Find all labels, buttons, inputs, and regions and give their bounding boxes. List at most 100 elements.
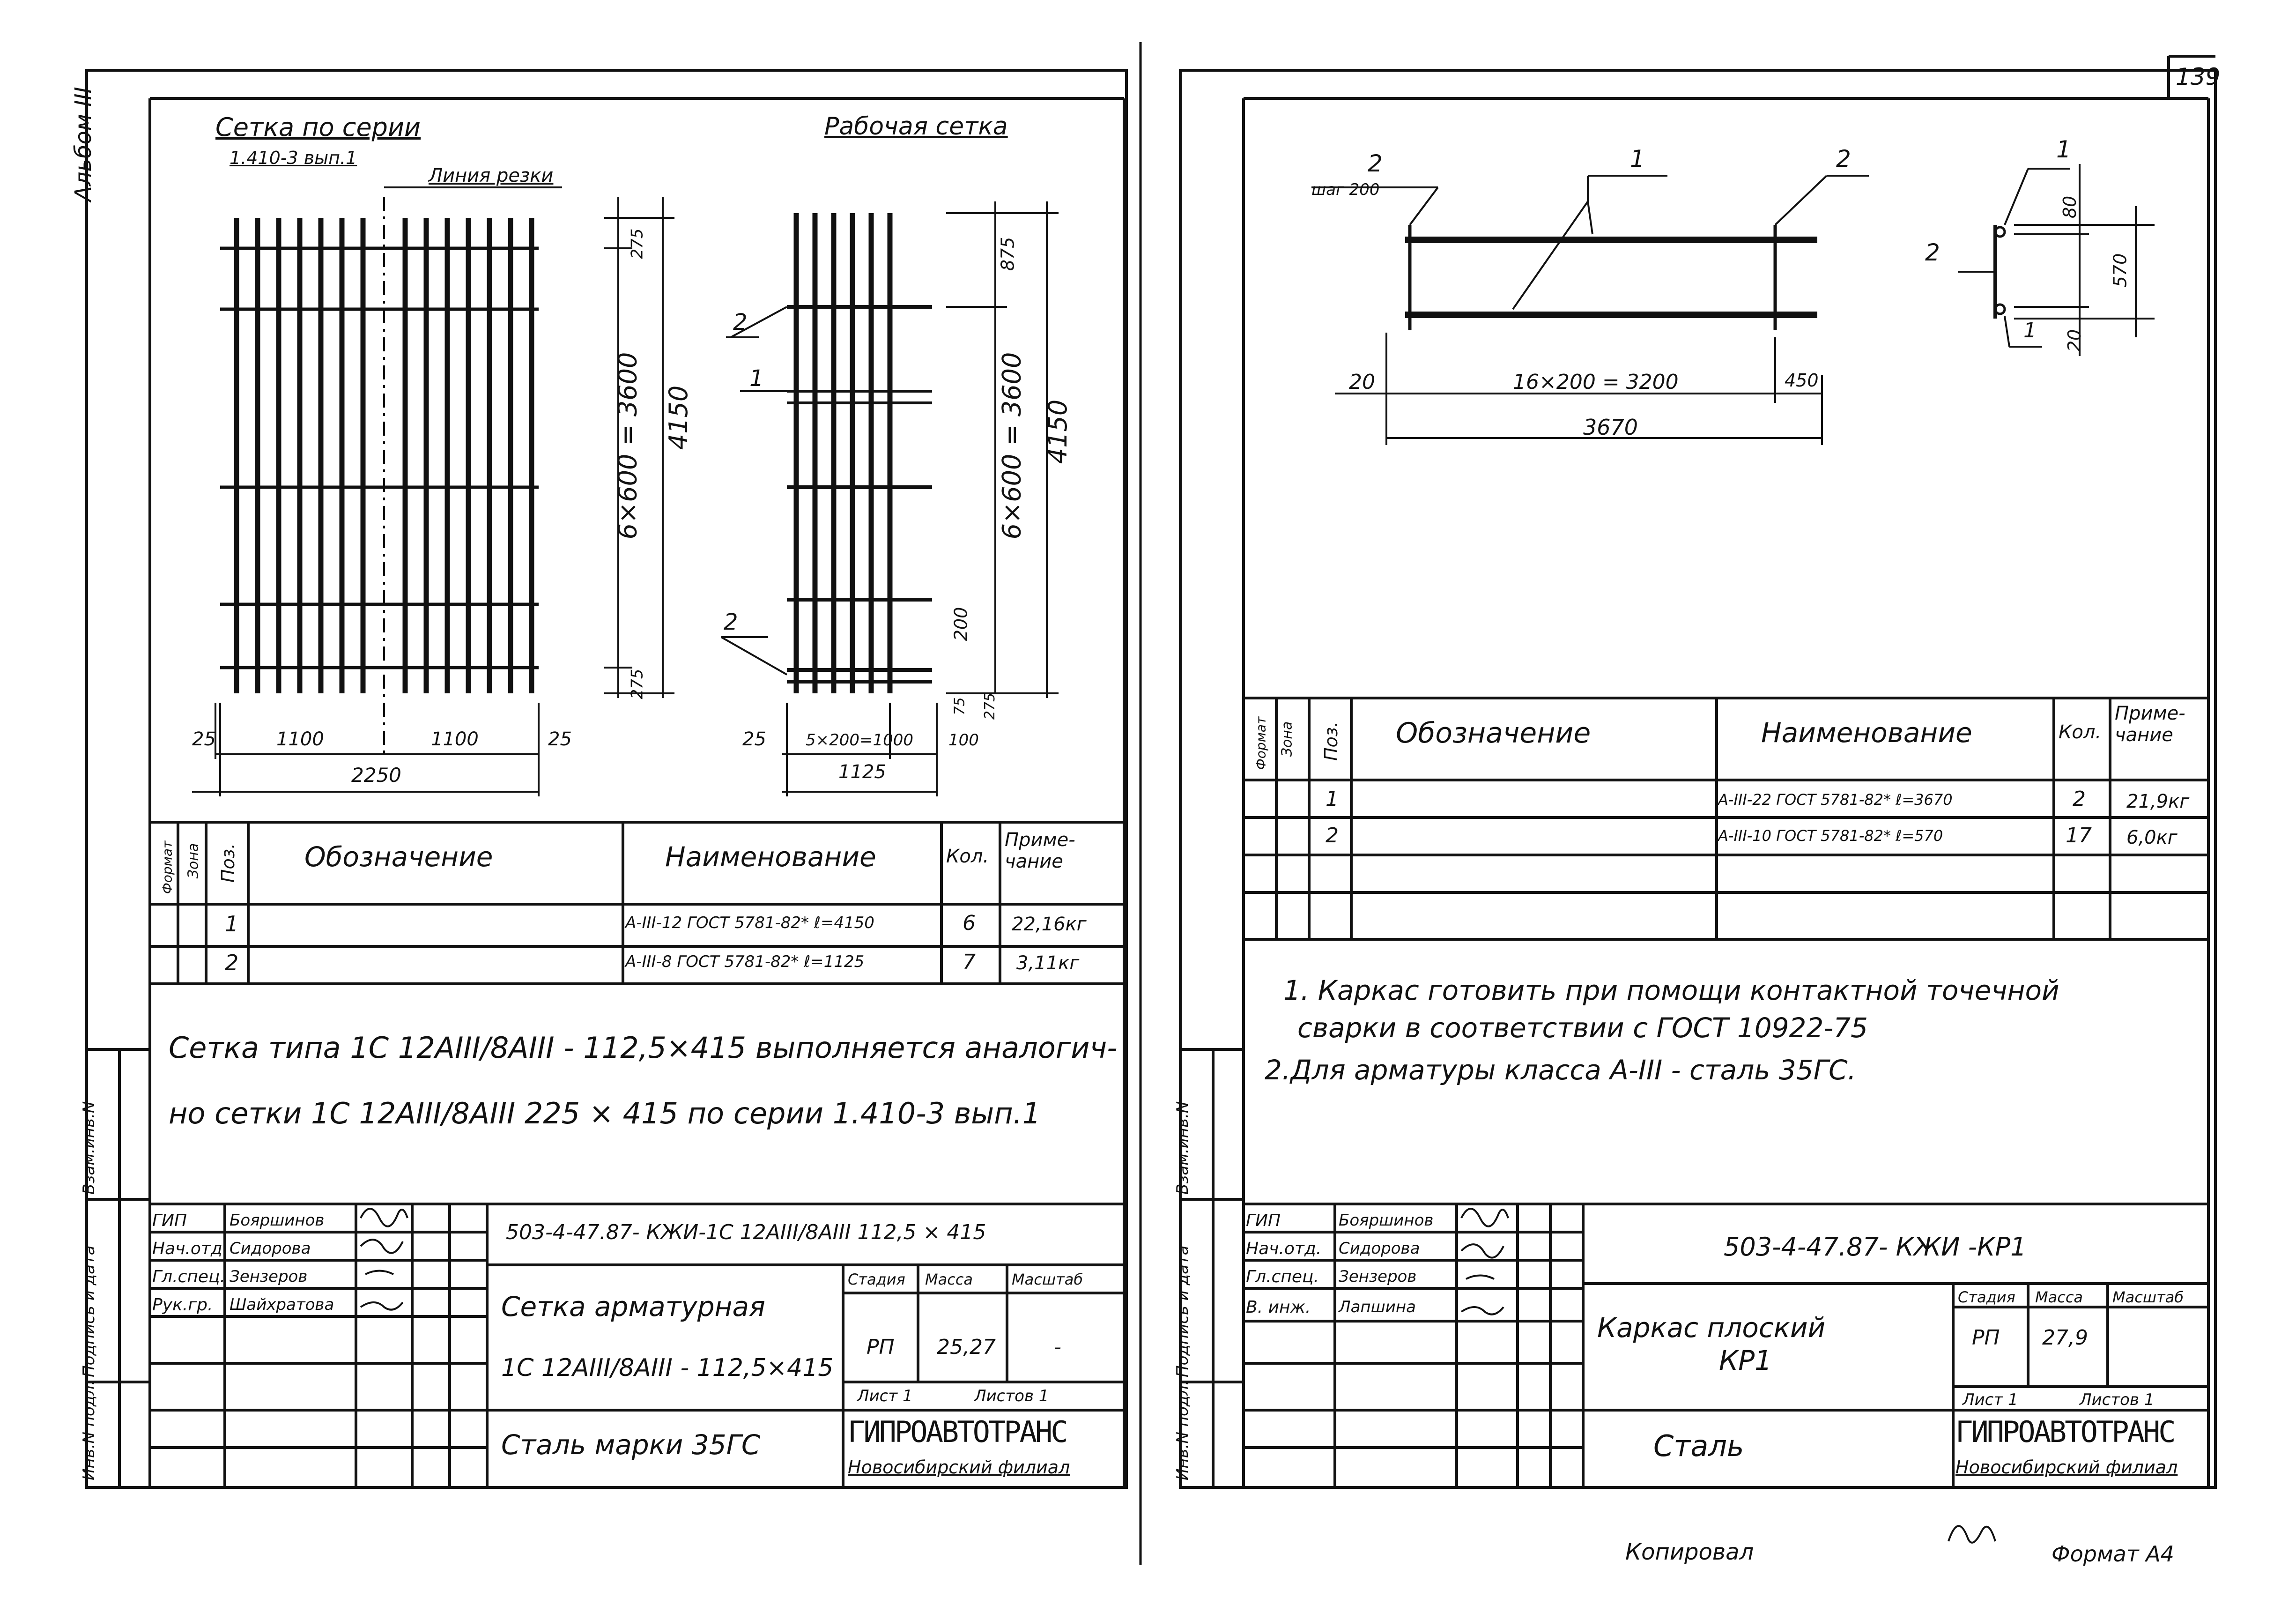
r-stamp-title-2: КР1 xyxy=(1719,1345,1772,1376)
r-side-label-sign: Подпись и дата xyxy=(1173,1245,1192,1377)
r-spec-row-1-qty: 2 xyxy=(2073,787,2086,811)
kr-sec-p1b: 1 xyxy=(2023,319,2037,342)
spec-h-format: Формат xyxy=(159,840,175,894)
stamp-role-1: ГИП xyxy=(152,1211,187,1230)
stamp-name-3: Зензеров xyxy=(230,1267,308,1286)
r-stamp-title-1: Каркас плоский xyxy=(1597,1312,1826,1344)
kr-d450: 450 xyxy=(1785,370,1819,391)
r-stamp-stage: РП xyxy=(1972,1326,2000,1350)
r-spec-h-pos: Поз. xyxy=(1321,721,1342,761)
stamp-org: ГИПРОАВТОТРАНС xyxy=(848,1415,1068,1449)
kr-p2-step: 2 xyxy=(1368,150,1383,177)
stamp-sheets: Листов 1 xyxy=(974,1387,1049,1405)
kr-sec-p2: 2 xyxy=(1925,239,1940,266)
dim-span-3600: 6×600 = 3600 xyxy=(613,352,643,540)
kr-step: шаг 200 xyxy=(1311,180,1380,199)
side-label-replace: Взам.инв.N xyxy=(80,1101,98,1195)
spec-row-2-name: А-III-8 ГОСТ 5781-82* ℓ=1125 xyxy=(625,952,865,971)
dim-half1: 1100 xyxy=(276,728,324,750)
r-spec-row-2-name: А-III-10 ГОСТ 5781-82* ℓ=570 xyxy=(1718,827,1943,845)
r-spec-row-2-pos: 2 xyxy=(1326,824,1339,847)
r-note-3: 2.Для арматуры класса А-III - сталь 35ГС… xyxy=(1265,1054,1856,1086)
page-number: 139 xyxy=(2176,63,2221,90)
dim-top-275: 275 xyxy=(628,228,647,259)
dim-r-4150: 4150 xyxy=(1043,399,1073,464)
r-spec-row-2-qty: 17 xyxy=(2066,824,2092,847)
r-spec-h-qty: Кол. xyxy=(2059,721,2102,743)
r-stamp-sheets: Листов 1 xyxy=(2080,1390,2155,1409)
r-spec-row-1-note: 21,9кг xyxy=(2126,791,2190,812)
stamp-branch: Новосибирский филиал xyxy=(848,1457,1070,1478)
r-stamp-mass: 27,9 xyxy=(2042,1326,2088,1350)
kr-sec-p1: 1 xyxy=(2056,136,2071,163)
r-stamp-sheet: Лист 1 xyxy=(1963,1390,2018,1409)
r-spec-h-name: Наименование xyxy=(1761,717,1972,749)
r-spec-h-note: Приме-чание xyxy=(2115,703,2185,746)
spec-row-1-note: 22,16кг xyxy=(1012,914,1087,935)
r-note-2: сварки в соответствии с ГОСТ 10922-75 xyxy=(1297,1012,1868,1044)
label-pos2-top: 2 xyxy=(733,309,748,335)
stamp-material: Сталь марки 35ГС xyxy=(501,1429,761,1461)
spec-h-pos: Поз. xyxy=(218,843,239,883)
stamp-stage-h: Стадия xyxy=(848,1271,905,1288)
r-stamp-role-2: Нач.отд. xyxy=(1246,1239,1322,1258)
stamp-scale: - xyxy=(1054,1335,1061,1359)
r-stamp-org: ГИПРОАВТОТРАНС xyxy=(1955,1415,2176,1449)
series-caption: Сетка по серии xyxy=(215,112,421,142)
r-side-label-replace: Взам.инв.N xyxy=(1173,1101,1192,1195)
frame-kr1 xyxy=(1311,164,2155,445)
dim-total-4150: 4150 xyxy=(664,385,694,450)
spec-h-zone: Зона xyxy=(185,843,202,879)
working-mesh xyxy=(787,213,932,693)
dim-width-2250: 2250 xyxy=(351,764,401,787)
dim-bottom-275: 275 xyxy=(628,669,647,699)
dim-r-3600: 6×600 = 3600 xyxy=(997,352,1027,540)
r-spec-h-zone: Зона xyxy=(1279,721,1296,757)
stamp-title-1: Сетка арматурная xyxy=(501,1291,765,1323)
stamp-mass-h: Масса xyxy=(925,1271,973,1288)
r-stamp-scale-h: Масштаб xyxy=(2112,1288,2184,1306)
format-label: Формат А4 xyxy=(2052,1541,2174,1567)
r-spec-row-2-note: 6,0кг xyxy=(2126,827,2177,848)
spec-row-2-qty: 7 xyxy=(963,950,976,974)
kr-p2: 2 xyxy=(1836,145,1851,172)
dim-edge-l: 25 xyxy=(192,728,216,750)
r-stamp-role-4: В. инж. xyxy=(1246,1298,1311,1317)
note-line-2: но сетки 1С 12АIII/8АIII 225 × 415 по се… xyxy=(169,1096,1041,1130)
signature-scribbles xyxy=(360,1208,1996,1544)
r-stamp-name-2: Сидорова xyxy=(1339,1239,1420,1258)
r-stamp-code: 503-4-47.87- КЖИ -КР1 xyxy=(1724,1232,2027,1262)
stamp-role-2: Нач.отд xyxy=(152,1239,222,1258)
spec-row-2-pos: 2 xyxy=(225,950,239,975)
stamp-sheet: Лист 1 xyxy=(857,1387,913,1405)
spec-row-1-pos: 1 xyxy=(225,911,239,936)
spec-h-name: Наименование xyxy=(665,841,876,873)
series-number: 1.410-3 вып.1 xyxy=(230,148,357,168)
r-spec-h-format: Формат xyxy=(1253,716,1269,770)
r-spec-row-1-pos: 1 xyxy=(1326,787,1339,811)
kr-p1: 1 xyxy=(1630,145,1645,172)
r-note-1: 1. Каркас готовить при помощи контактной… xyxy=(1283,974,2059,1006)
stamp-name-1: Бояршинов xyxy=(230,1211,325,1230)
stamp-stage: РП xyxy=(867,1335,895,1359)
left-mesh-series xyxy=(220,218,539,693)
r-stamp-name-3: Зензеров xyxy=(1339,1267,1417,1286)
r-spec-h-designation: Обозначение xyxy=(1396,717,1591,750)
cut-line-label: Линия резки xyxy=(429,165,554,186)
stamp-name-2: Сидорова xyxy=(230,1239,311,1258)
r-stamp-role-3: Гл.спец. xyxy=(1246,1267,1319,1286)
kr-d20: 20 xyxy=(1349,370,1375,394)
dim-r-875: 875 xyxy=(997,237,1018,271)
spec-row-1-qty: 6 xyxy=(963,911,976,935)
label-pos2-bot: 2 xyxy=(724,609,738,635)
stamp-role-3: Гл.спец. xyxy=(152,1267,225,1286)
r-side-label-inv: Инв.N подл. xyxy=(1173,1380,1192,1480)
r-stamp-role-1: ГИП xyxy=(1246,1211,1281,1230)
dim-half2: 1100 xyxy=(431,728,479,750)
r-stamp-name-1: Бояршинов xyxy=(1339,1211,1434,1230)
stamp-scale-h: Масштаб xyxy=(1012,1271,1083,1288)
dim-r-edge-r: 100 xyxy=(948,731,979,750)
dim-r-width: 1125 xyxy=(838,761,886,783)
r-stamp-branch: Новосибирский филиал xyxy=(1955,1457,2178,1478)
